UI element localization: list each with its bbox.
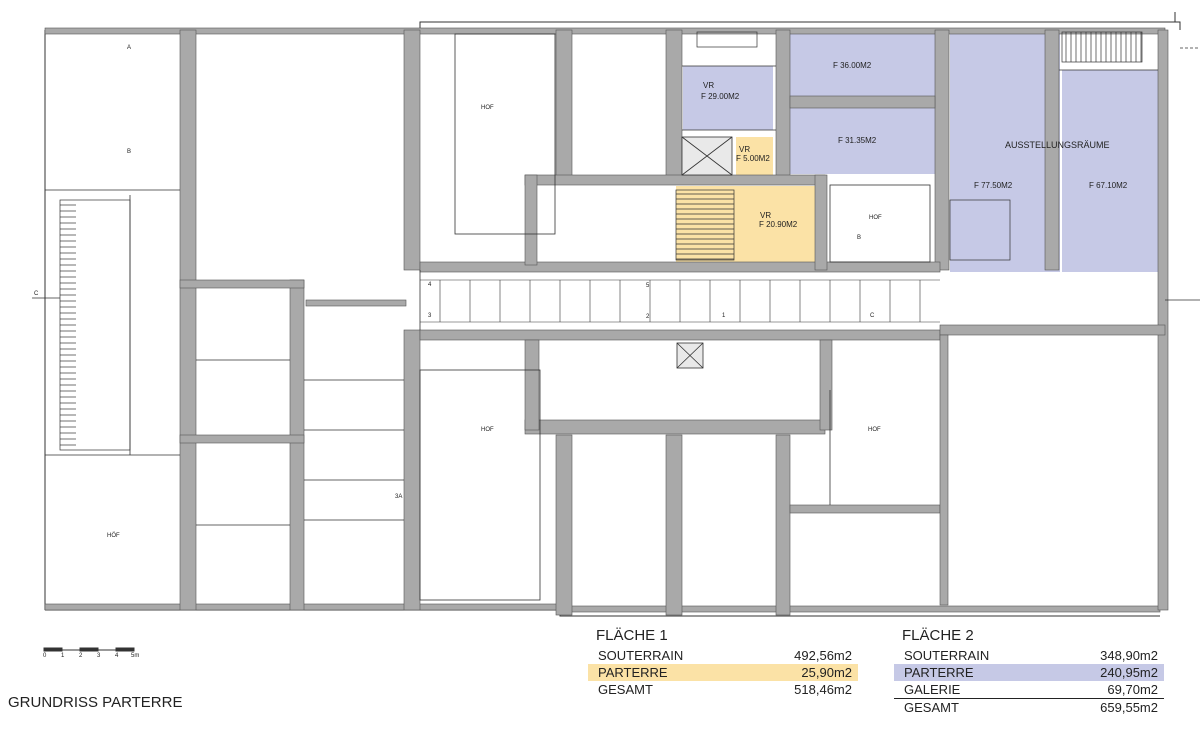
stair-number-1: 1 <box>722 313 726 319</box>
scale-tick-5: 5m <box>131 653 140 659</box>
room-vr1-area: F 29.00M2 <box>701 92 740 101</box>
row-value: 348,90m2 <box>1100 648 1158 663</box>
walls <box>44 27 1169 616</box>
courtyards <box>419 33 931 601</box>
row-label: GESAMT <box>904 700 959 715</box>
scale-tick-2: 2 <box>79 653 83 659</box>
scale-tick-0: 0 <box>43 653 47 659</box>
plan-title: GRUNDRISS PARTERRE <box>8 694 183 711</box>
stair-number-2: 2 <box>646 314 650 320</box>
area2-room-31 <box>790 108 935 174</box>
scale-tick-3: 3 <box>97 653 101 659</box>
row-label: SOUTERRAIN <box>598 648 684 663</box>
room-vr2-area: F 5.00M2 <box>736 154 770 163</box>
room-vr3-code: VR <box>760 211 772 220</box>
area-table-1-row-highlight: PARTERRE 25,90m2 <box>588 664 858 681</box>
area-table-2-row-total: GESAMT 659,55m2 <box>894 698 1164 716</box>
row-label: GALERIE <box>904 682 961 697</box>
courtyard-label-5: HÖF <box>107 533 120 539</box>
area-table-1: FLÄCHE 1 SOUTERRAIN 492,56m2 PARTERRE 25… <box>588 627 858 698</box>
courtyard-label-3: HOF <box>869 215 882 221</box>
highlighted-areas <box>676 30 1158 272</box>
area-table-2-row: GALERIE 69,70m2 <box>902 681 1164 698</box>
stair-number-3a: 3A <box>395 494 403 500</box>
row-label: PARTERRE <box>598 665 668 680</box>
area-table-2-row-highlight: PARTERRE 240,95m2 <box>894 664 1164 681</box>
room-f77-area: F 77.50M2 <box>974 181 1013 190</box>
area-table-1-row: SOUTERRAIN 492,56m2 <box>596 647 858 664</box>
row-label: GESAMT <box>598 682 653 697</box>
row-label: PARTERRE <box>904 665 974 680</box>
row-value: 659,55m2 <box>1100 700 1158 715</box>
area-table-2: FLÄCHE 2 SOUTERRAIN 348,90m2 PARTERRE 24… <box>894 627 1164 716</box>
room-f67-area: F 67.10M2 <box>1089 181 1128 190</box>
section-marker-b: B <box>127 149 132 155</box>
room-f31-area: F 31.35M2 <box>838 136 877 145</box>
corridor <box>420 279 940 323</box>
section-marker-a: A <box>127 45 132 51</box>
row-value: 492,56m2 <box>794 648 852 663</box>
area-table-1-row-total: GESAMT 518,46m2 <box>596 681 858 698</box>
room-vr3-area: F 20.90M2 <box>759 220 798 229</box>
section-marker-c2: C <box>870 313 875 319</box>
room-vr1-code: VR <box>703 81 715 90</box>
area2-room-36 <box>790 34 935 96</box>
stair-number-3: 3 <box>428 313 432 319</box>
area2-room-67 <box>1062 70 1158 272</box>
courtyard-label-2: HOF <box>481 427 494 433</box>
area-table-2-row: SOUTERRAIN 348,90m2 <box>902 647 1164 664</box>
section-marker-c: C <box>34 291 39 297</box>
room-ausstellung-label: AUSSTELLUNGSRÄUME <box>1005 140 1110 150</box>
area-table-2-heading: FLÄCHE 2 <box>902 627 974 644</box>
room-f36-area: F 36.00M2 <box>833 61 872 70</box>
scale-tick-4: 4 <box>115 653 119 659</box>
row-value: 518,46m2 <box>794 682 852 697</box>
area1-vr-small <box>736 137 773 175</box>
scale-bar <box>43 647 135 652</box>
courtyard-label-1: HOF <box>481 105 494 111</box>
area2-room-77 <box>950 30 1060 272</box>
scale-tick-1: 1 <box>61 653 65 659</box>
section-arrows <box>32 47 1200 301</box>
area2-vr-room <box>683 66 773 130</box>
row-value: 69,70m2 <box>1107 682 1158 697</box>
row-label: SOUTERRAIN <box>904 648 990 663</box>
stair-number-5: 5 <box>646 283 650 289</box>
stair-number-4: 4 <box>428 282 432 288</box>
section-marker-b2: B <box>857 235 862 241</box>
area-table-1-heading: FLÄCHE 1 <box>596 627 668 644</box>
courtyard-label-4: HOF <box>868 427 881 433</box>
elevators <box>676 136 733 369</box>
room-vr2-code: VR <box>739 145 751 154</box>
row-value: 25,90m2 <box>801 665 852 680</box>
stairs <box>59 31 1143 451</box>
row-value: 240,95m2 <box>1100 665 1158 680</box>
